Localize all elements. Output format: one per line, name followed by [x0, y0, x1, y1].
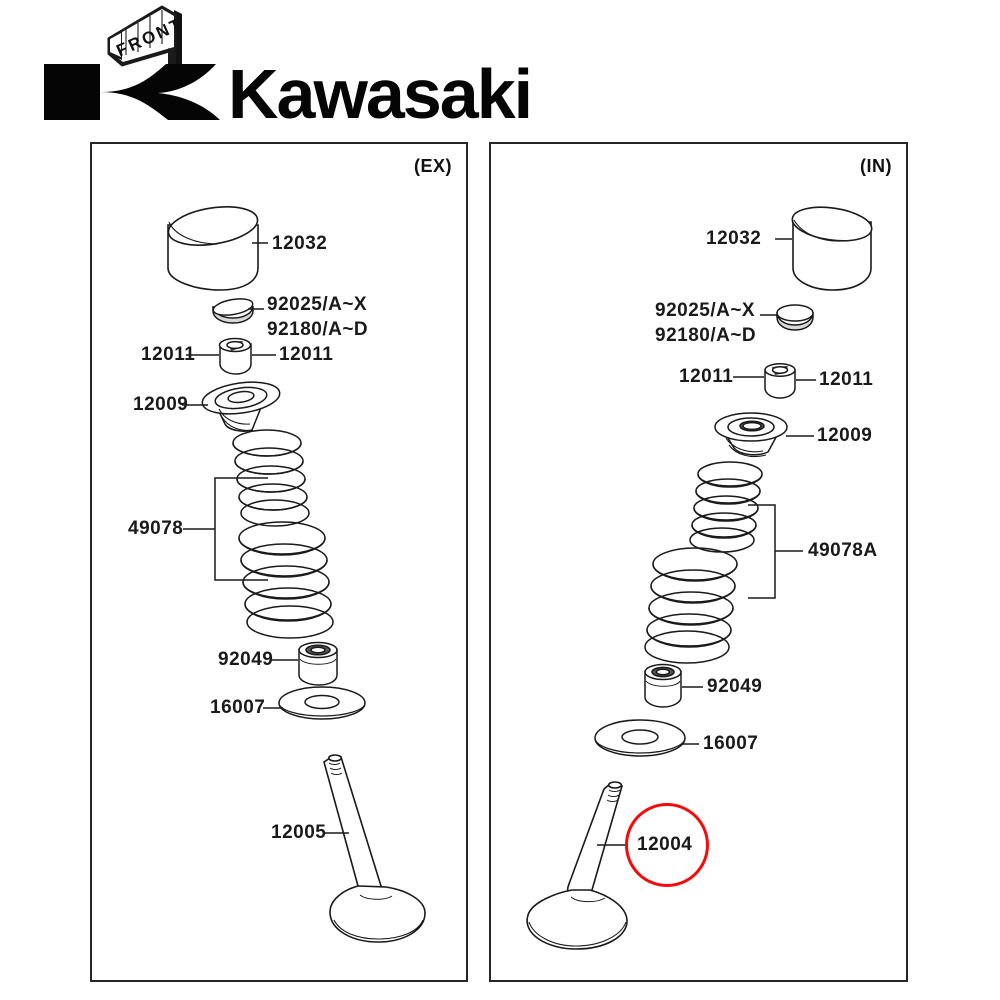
callout-valve-spring-set-in: 49078A	[808, 540, 878, 561]
callout-shim-ex-line2: 92180/A~D	[267, 319, 369, 340]
brand-header: FRONT Kawasaki	[0, 0, 620, 135]
kawasaki-river-mark-icon	[44, 64, 220, 120]
callout-stem-seal-ex: 92049	[218, 649, 274, 670]
callout-stem-seal-in: 92049	[707, 676, 763, 697]
callout-tappet-ex: 12032	[272, 233, 328, 254]
callout-split-keeper-ex-left: 12011	[141, 344, 196, 365]
callout-split-keeper-in-right: 12011	[819, 369, 874, 390]
callout-tappet-in: 12032	[706, 228, 762, 249]
kawasaki-logo: Kawasaki	[44, 55, 533, 130]
callout-shim-in: 92025/A~X 92180/A~D	[655, 298, 756, 348]
callout-exhaust-valve: 12005	[271, 822, 327, 843]
callout-split-keeper-ex-right: 12011	[279, 344, 334, 365]
callout-shim-ex: 92025/A~X 92180/A~D	[267, 292, 368, 342]
callout-spring-seat-ex: 16007	[210, 697, 266, 718]
callout-spring-retainer-in: 12009	[817, 425, 873, 446]
callout-spring-retainer-ex: 12009	[133, 394, 189, 415]
callout-spring-seat-in: 16007	[703, 733, 759, 754]
front-direction-arrow-sign-icon: FRONT	[107, 5, 186, 74]
panel-exhaust: (EX)	[90, 142, 468, 982]
callout-shim-in-line1: 92025/A~X	[655, 300, 756, 321]
panel-tag-intake: (IN)	[860, 156, 892, 176]
kawasaki-wordmark: Kawasaki	[228, 55, 531, 130]
callout-valve-spring-set-ex: 49078	[128, 518, 184, 539]
highlight-circle-12004	[625, 803, 709, 887]
panel-tag-exhaust: (EX)	[414, 156, 452, 176]
callout-shim-ex-line1: 92025/A~X	[267, 294, 368, 315]
callout-shim-in-line2: 92180/A~D	[655, 325, 757, 346]
callout-intake-valve: 12004	[637, 834, 693, 855]
callout-split-keeper-in-left: 12011	[679, 366, 734, 387]
